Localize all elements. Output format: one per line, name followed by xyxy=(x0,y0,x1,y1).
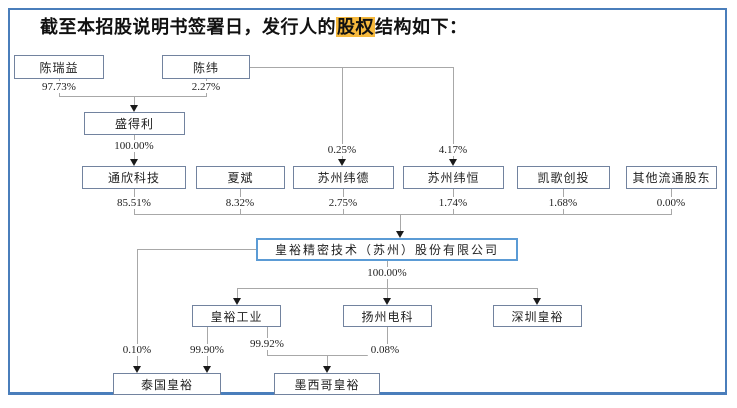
ownership-percent-label: 0.10% xyxy=(119,344,155,356)
ownership-percent-label: 100.00% xyxy=(364,267,410,279)
connector-line xyxy=(237,288,238,298)
org-node-chen-wei: 陈纬 xyxy=(162,55,250,79)
ownership-percent-label: 99.92% xyxy=(247,338,287,350)
arrow-down-icon xyxy=(133,366,141,373)
org-node-shengdeli: 盛得利 xyxy=(84,112,185,135)
org-node-kaige-chuangtou: 凯歌创投 xyxy=(517,166,610,189)
ownership-percent-label: 0.00% xyxy=(653,197,689,209)
ownership-percent-label: 1.68% xyxy=(545,197,581,209)
title-highlighted-term: 股权 xyxy=(336,17,375,37)
ownership-percent-label: 2.27% xyxy=(188,81,224,93)
arrow-down-icon xyxy=(130,105,138,112)
connector-line xyxy=(400,214,401,231)
connector-line xyxy=(387,327,388,355)
org-node-moxige-huangyu: 墨西哥皇裕 xyxy=(274,373,380,395)
connector-line xyxy=(387,288,388,298)
org-node-shenzhen-huangyu: 深圳皇裕 xyxy=(493,305,582,327)
org-node-chen-ruiyi: 陈瑞益 xyxy=(14,55,104,79)
org-node-yangzhou-dianke: 扬州电科 xyxy=(343,305,432,327)
connector-line xyxy=(137,249,138,366)
arrow-down-icon xyxy=(449,159,457,166)
org-node-taiguo-huangyu: 泰国皇裕 xyxy=(113,373,221,395)
title-text-prefix: 截至本招股说明书签署日，发行人的 xyxy=(40,17,336,37)
connector-line xyxy=(537,288,538,298)
connector-line xyxy=(134,214,672,215)
page-title: 截至本招股说明书签署日，发行人的股权结构如下： xyxy=(40,13,468,39)
arrow-down-icon xyxy=(323,366,331,373)
connector-line xyxy=(250,67,454,68)
ownership-percent-label: 0.08% xyxy=(367,344,403,356)
ownership-percent-label: 4.17% xyxy=(435,144,471,156)
ownership-percent-label: 8.32% xyxy=(222,197,258,209)
org-node-issuer: 皇裕精密技术（苏州）股份有限公司 xyxy=(256,238,518,261)
org-node-tongxin-keji: 通欣科技 xyxy=(82,166,186,189)
connector-line xyxy=(453,67,454,159)
connector-line xyxy=(327,355,328,366)
ownership-percent-label: 85.51% xyxy=(114,197,154,209)
connector-line xyxy=(137,249,256,250)
arrow-down-icon xyxy=(396,231,404,238)
ownership-percent-label: 100.00% xyxy=(111,140,157,152)
connector-line xyxy=(342,67,343,159)
org-node-qita-liutong-gudong: 其他流通股东 xyxy=(626,166,717,189)
arrow-down-icon xyxy=(233,298,241,305)
org-node-suzhou-weide: 苏州纬德 xyxy=(293,166,394,189)
ownership-percent-label: 97.73% xyxy=(39,81,79,93)
ownership-percent-label: 2.75% xyxy=(325,197,361,209)
ownership-percent-label: 1.74% xyxy=(435,197,471,209)
arrow-down-icon xyxy=(383,298,391,305)
arrow-down-icon xyxy=(130,159,138,166)
org-node-suzhou-weiheng: 苏州纬恒 xyxy=(403,166,504,189)
connector-line xyxy=(59,96,207,97)
arrow-down-icon xyxy=(203,366,211,373)
ownership-percent-label: 0.25% xyxy=(324,144,360,156)
connector-line xyxy=(134,96,135,106)
org-node-huangyu-gongye: 皇裕工业 xyxy=(192,305,281,327)
org-node-xia-bin: 夏斌 xyxy=(196,166,285,189)
ownership-percent-label: 99.90% xyxy=(187,344,227,356)
arrow-down-icon xyxy=(533,298,541,305)
title-text-suffix: 结构如下： xyxy=(375,17,468,37)
arrow-down-icon xyxy=(338,159,346,166)
